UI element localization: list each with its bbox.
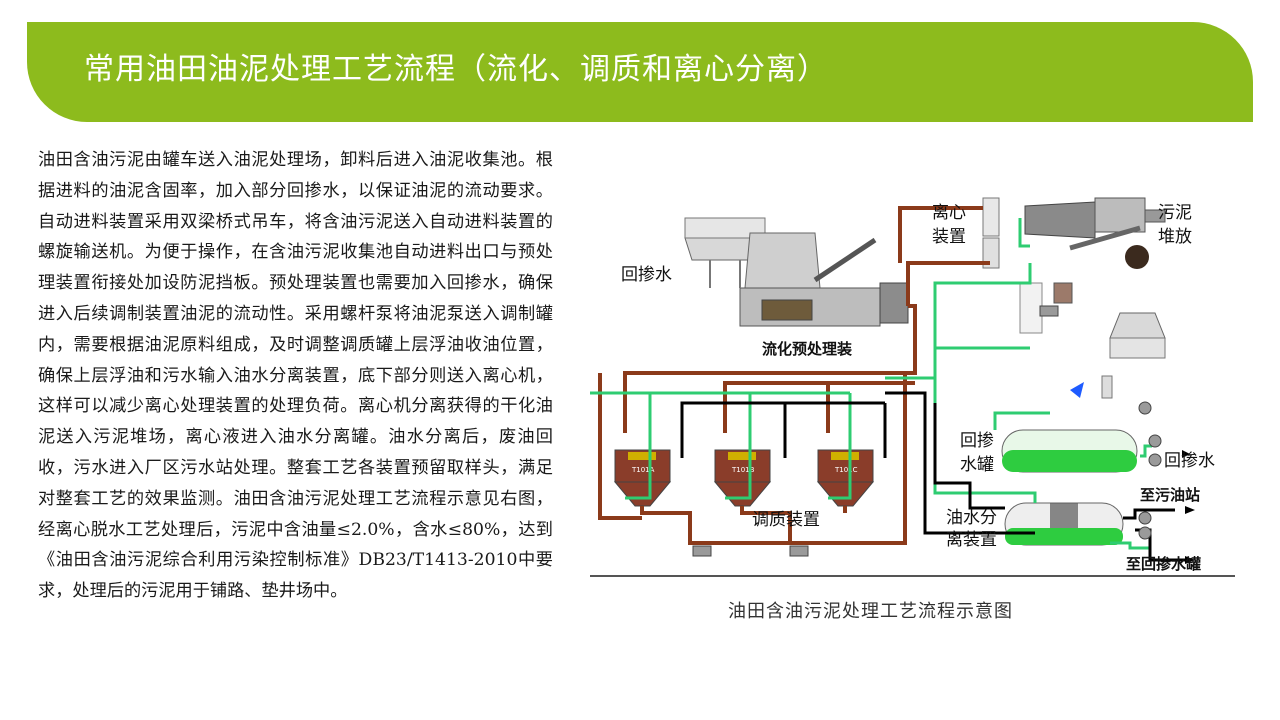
flow-arrows (1182, 450, 1195, 564)
tempering-tank-c (816, 449, 875, 507)
label-fluidize-pretreat: 流化预处理装 (762, 340, 853, 358)
description-paragraph: 油田含油污泥由罐车送入油泥处理场，卸料后进入油泥收集池。根据进料的油泥含固率，加… (38, 150, 553, 602)
label-centrifuge-2: 装置 (932, 227, 966, 247)
arrow-to-return-tank (1185, 556, 1195, 564)
arrow-return-water-right (1182, 450, 1190, 458)
title-banner (27, 22, 1253, 122)
tempering-tank-a (613, 449, 672, 507)
label-return-water-right: 回掺水 (1164, 451, 1215, 471)
tank-tag-a: T101A (631, 466, 655, 474)
process-flow-diagram: T101A T101B T101C (590, 197, 1235, 577)
return-water-tank (1001, 375, 1138, 473)
label-centrifuge-1: 离心 (932, 203, 966, 223)
diagram-caption: 油田含油污泥处理工艺流程示意图 (728, 601, 1013, 622)
tempering-tank-b (713, 449, 772, 507)
pumps (692, 305, 1162, 557)
label-sludge-1: 污泥 (1158, 203, 1192, 223)
label-sludge-2: 堆放 (1158, 227, 1192, 247)
label-oil-water-sep-2: 离装置 (946, 530, 997, 550)
label-return-water-left: 回掺水 (621, 265, 672, 285)
tank-tag-c: T101C (834, 466, 858, 474)
oil-water-separator (1004, 502, 1124, 546)
water-pipelines (590, 218, 1152, 550)
arrow-to-oil-station (1185, 506, 1195, 514)
sludge-pile-icon (1125, 245, 1149, 269)
label-return-tank-2: 水罐 (960, 455, 994, 475)
label-return-tank-1: 回掺 (960, 431, 994, 451)
label-to-oil-station: 至污油站 (1140, 486, 1200, 504)
label-to-return-tank: 至回掺水罐 (1126, 555, 1201, 573)
arrow-blue (1070, 382, 1084, 398)
page-title: 常用油田油泥处理工艺流程（流化、调质和离心分离） (84, 52, 828, 87)
tank-tag-b: T101B (731, 466, 755, 474)
fluidize-pretreat-unit (684, 217, 909, 327)
label-tempering: 调质装置 (752, 510, 820, 530)
label-oil-water-sep-1: 油水分 (946, 508, 997, 528)
centrifuge-unit (982, 197, 1166, 359)
